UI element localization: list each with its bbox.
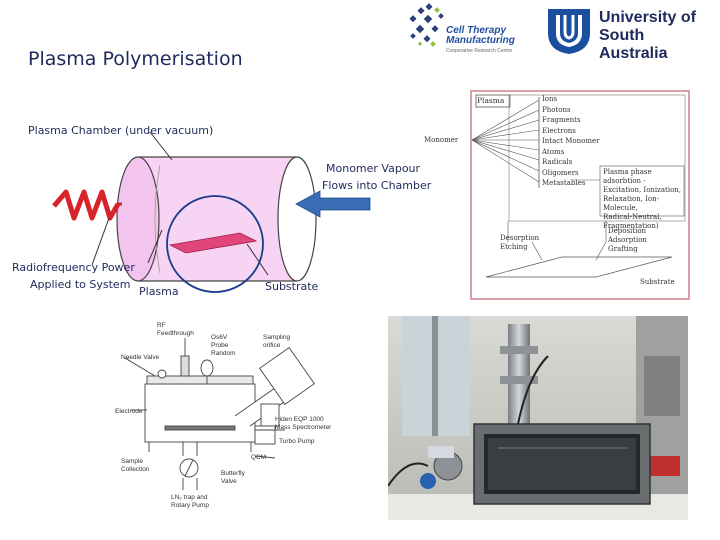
plasma-chamber-diagram <box>52 131 371 293</box>
mechanism-plasma-box: Plasma <box>477 96 505 105</box>
plasma-region-circle <box>166 195 264 293</box>
reactor-schematic-drawing <box>124 338 315 490</box>
monomer-inflow-arrow <box>295 190 371 218</box>
desorption-item: Etching <box>500 243 528 251</box>
mechanism-lines <box>472 94 686 278</box>
needle-valve-label: Needle Valve <box>121 354 160 361</box>
university-name-line1: University of <box>599 9 696 26</box>
mechanism-substrate-label: Substrate <box>640 278 675 286</box>
species-item: Fragments <box>542 116 581 124</box>
university-name-line2: South Australia <box>599 27 668 62</box>
species-item: Atoms <box>542 147 565 156</box>
chamber-body <box>138 157 297 281</box>
reaction-item: Radical-Neutral, <box>603 213 662 221</box>
qcm-label: QCM <box>251 454 267 461</box>
reaction-item: Fragmentation) <box>603 222 659 230</box>
species-item: Intact Monomer <box>542 137 600 145</box>
reaction-item: Plasma phase adsorbtion - <box>603 168 652 185</box>
reaction-item: Relaxation, Ion-Molecule, <box>603 195 660 212</box>
substrate-plate <box>168 232 258 254</box>
chamber-left-end <box>116 156 160 282</box>
plasma-label: Plasma <box>139 285 179 298</box>
university-logo: University of South Australia <box>545 5 715 62</box>
ctm-logo-subtitle: Cooperative Research Centre <box>446 48 513 54</box>
species-item: Photons <box>542 105 571 114</box>
species-item: Ions <box>542 95 558 103</box>
ctm-logo-line1: Cell Therapy <box>446 25 507 36</box>
desorption-item: Desorption <box>500 234 540 242</box>
slide-title: Plasma Polymerisation <box>28 48 243 70</box>
lab-equipment-photo <box>388 316 688 520</box>
species-item: Radicals <box>542 158 573 166</box>
chamber-right-end <box>277 156 317 282</box>
chamber-label: Plasma Chamber (under vacuum) <box>28 124 214 137</box>
substrate-label: Substrate <box>265 280 319 293</box>
species-item: Electrons <box>542 126 576 135</box>
ctm-logo-mark <box>409 3 444 47</box>
deposition-item: Grafting <box>608 245 638 253</box>
rf-label-line1: Radiofrequency Power <box>12 261 135 274</box>
rf-coil-icon <box>52 189 121 221</box>
university-crest-icon <box>548 9 590 54</box>
deposition-item: Deposition <box>608 227 647 235</box>
reactions-list: Plasma phase adsorbtion -Excitation, Ion… <box>603 168 688 231</box>
species-item: Metastables <box>542 179 586 187</box>
reaction-item: Excitation, Ionization, <box>603 186 682 194</box>
rf-label-line2: Applied to System <box>30 278 131 291</box>
mechanism-monomer-label: Monomer <box>424 136 459 144</box>
monomer-label-line2: Flows into Chamber <box>322 179 432 192</box>
ctm-logo-line2: Manufacturing <box>446 35 515 46</box>
species-item: Oligomers <box>542 168 579 177</box>
ctm-logo: Cell Therapy Manufacturing Cooperative R… <box>405 2 520 57</box>
electrode-label: Electrode <box>115 408 143 415</box>
turbo-pump-label: Turbo Pump <box>279 438 315 445</box>
deposition-item: Adsorption <box>608 236 647 244</box>
monomer-label-line1: Monomer Vapour <box>326 162 421 175</box>
